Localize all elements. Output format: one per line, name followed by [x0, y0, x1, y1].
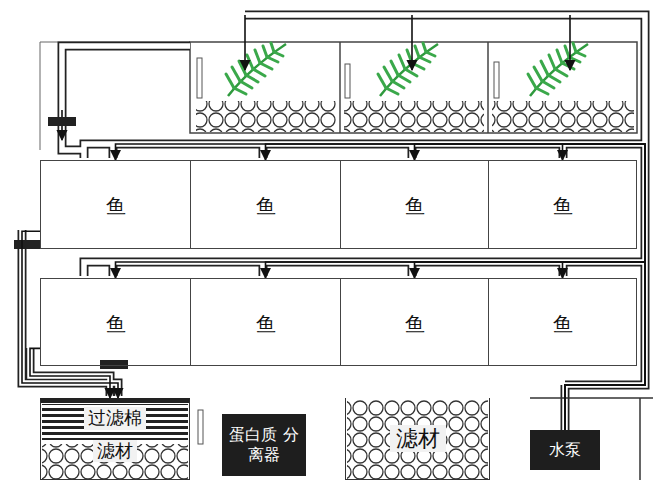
node-label: 鱼: [405, 313, 425, 335]
fish-tank: 鱼: [488, 160, 637, 249]
water-flow-connector: [415, 144, 646, 430]
water-flow-connector: [30, 348, 110, 398]
water-flow-connector: [266, 262, 646, 430]
filter-compartment: 过滤棉滤材: [40, 398, 190, 480]
fish-tank: 鱼: [190, 278, 341, 366]
node-label: 蛋白质 分离器: [228, 425, 300, 465]
node-label: 滤材: [93, 440, 137, 463]
fish-tank: 鱼: [488, 278, 637, 366]
water-flow-connector: [415, 262, 646, 430]
fish-tank: 鱼: [340, 278, 489, 366]
water-pump: 水泵: [530, 430, 600, 470]
fish-tank: 鱼: [340, 160, 489, 249]
node-label: 鱼: [553, 195, 573, 217]
node-label: 鱼: [106, 313, 126, 335]
water-flow-connector: [22, 231, 118, 398]
fish-tank: 鱼: [40, 278, 191, 366]
water-flow-connector: [563, 262, 646, 430]
water-flow-connector: [116, 262, 646, 430]
media-compartment: 滤材: [345, 398, 490, 480]
node-label: 鱼: [256, 313, 276, 335]
fish-tank: 鱼: [40, 160, 191, 249]
water-flow-connector: [266, 144, 646, 430]
node-label: 鱼: [553, 313, 573, 335]
fish-tank: 鱼: [190, 160, 341, 249]
node-label: 滤材: [390, 425, 446, 452]
node-label: 鱼: [256, 195, 276, 217]
node-label: 鱼: [405, 195, 425, 217]
water-flow-connector: [563, 144, 646, 430]
protein-skimmer: 蛋白质 分离器: [222, 414, 306, 476]
water-flow-connector: [116, 144, 646, 430]
node-label: 水泵: [549, 440, 581, 460]
node-label: 过滤棉: [84, 407, 146, 430]
node-label: 鱼: [106, 195, 126, 217]
